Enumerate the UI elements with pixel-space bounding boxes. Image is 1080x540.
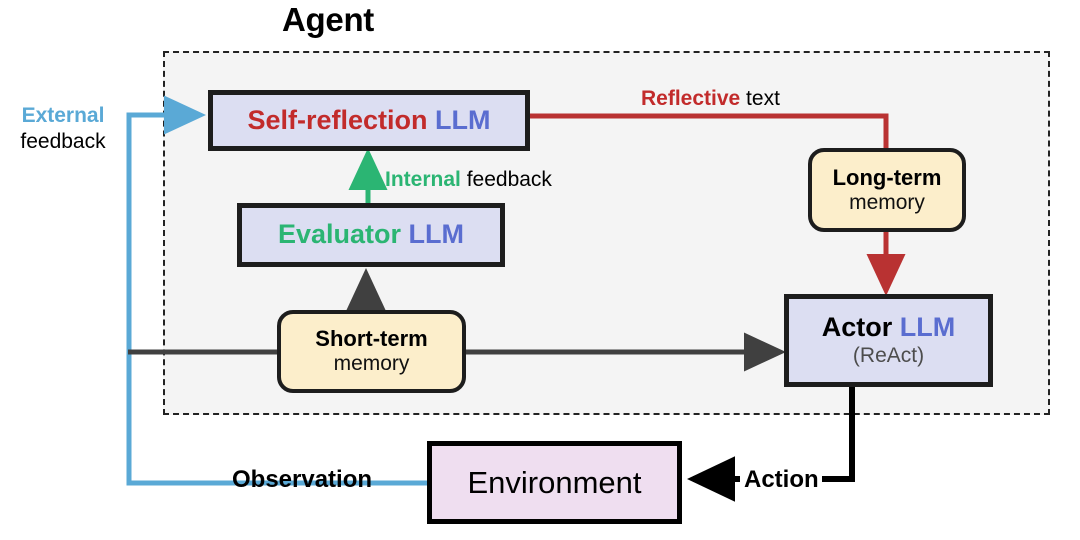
node-actor-label-part2: LLM [892,312,956,343]
node-long-term-memory-title: Long-term [832,164,942,190]
edge-external-feedback [126,95,427,486]
node-short-term-memory-sub: memory [333,352,410,376]
label-reflective-text-part1: Reflective [641,87,741,110]
node-self-reflection-label: Self-reflection LLM [247,104,491,135]
node-evaluator-label-part1: Evaluator [277,219,402,250]
node-self-reflection-label-part1: Self-reflection [247,104,428,135]
edge-action [687,387,855,502]
node-self-reflection-llm[interactable]: Self-reflection LLM [208,90,530,151]
label-observation: Observation [232,466,373,493]
label-reflective-text: Reflective text [641,87,780,111]
node-actor-sublabel: (ReAct) [852,344,925,368]
node-actor-label: Actor LLM [821,312,956,343]
edge-reflective-text [530,113,889,148]
node-evaluator-llm[interactable]: Evaluator LLM [237,203,505,267]
node-evaluator-label-part2: LLM [401,219,465,250]
label-external-feedback-part2: feedback [20,129,106,153]
node-environment[interactable]: Environment [427,441,682,524]
label-external-feedback: External feedback [2,103,124,154]
node-environment-label: Environment [467,464,642,500]
node-short-term-memory[interactable]: Short-term memory [277,310,466,393]
label-action: Action [744,466,819,493]
label-reflective-text-part2: text [740,87,780,110]
node-actor-label-part1: Actor [821,312,893,343]
node-long-term-memory[interactable]: Long-term memory [808,148,966,232]
node-short-term-memory-title: Short-term [315,326,428,352]
agent-title: Agent [282,1,374,38]
node-actor-llm[interactable]: Actor LLM (ReAct) [784,294,993,387]
label-internal-feedback-part2: feedback [460,168,552,191]
node-self-reflection-label-part2: LLM [427,104,491,135]
label-internal-feedback-part1: Internal [385,168,461,191]
node-evaluator-label: Evaluator LLM [278,220,464,249]
label-external-feedback-part1: External [21,104,105,127]
label-internal-feedback: Internal feedback [385,168,552,192]
node-long-term-memory-sub: memory [849,190,925,214]
